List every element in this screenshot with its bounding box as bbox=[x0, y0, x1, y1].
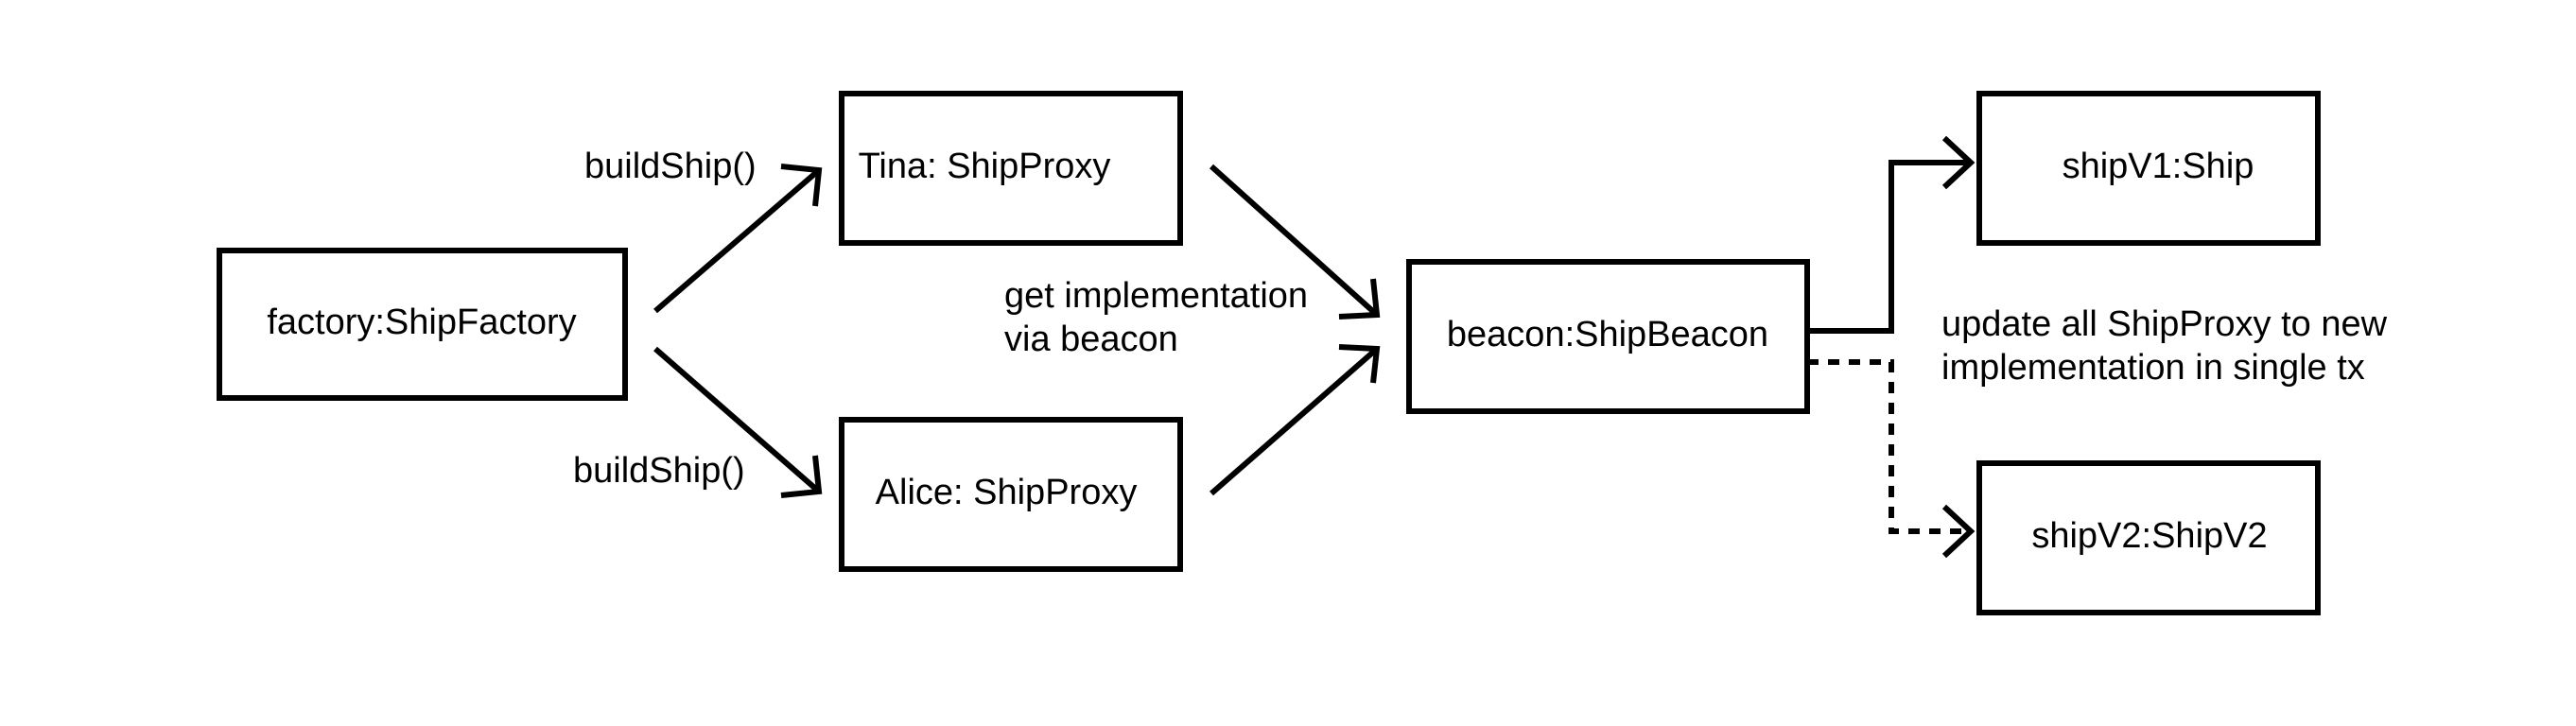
edge-alice-to-beacon bbox=[1210, 344, 1381, 496]
edge-factory-to-tina bbox=[653, 164, 823, 314]
node-alice-proxy-label: Alice: ShipProxy bbox=[876, 473, 1138, 512]
arrowhead-icon bbox=[1338, 278, 1381, 320]
label-update-all-line-1: update all ShipProxy to new bbox=[1941, 304, 2388, 344]
arrowhead-icon bbox=[1941, 135, 1976, 190]
arrowhead-icon bbox=[1338, 344, 1381, 384]
label-get-implementation-line-1: get implementation bbox=[1004, 276, 1308, 316]
node-beacon-label: beacon:ShipBeacon bbox=[1447, 315, 1768, 354]
node-ship-v2: shipV2:ShipV2 bbox=[1976, 460, 2321, 615]
edge-beacon-to-ship-v1 bbox=[1807, 135, 1976, 334]
arrowhead-icon bbox=[1941, 504, 1976, 559]
arrowhead-icon bbox=[780, 164, 823, 207]
label-build-ship-top: buildShip() bbox=[584, 147, 757, 186]
label-update-all-line-2: implementation in single tx bbox=[1941, 348, 2365, 388]
node-alice-proxy: Alice: ShipProxy bbox=[839, 417, 1183, 572]
node-ship-v2-label: shipV2:ShipV2 bbox=[2031, 516, 2267, 556]
node-ship-v1-label: shipV1:Ship bbox=[2063, 147, 2254, 186]
arrowhead-icon bbox=[780, 455, 823, 498]
edge-beacon-to-ship-v2 bbox=[1807, 359, 1976, 559]
node-tina-proxy-label: Tina: ShipProxy bbox=[859, 147, 1111, 186]
label-get-implementation-line-2: via beacon bbox=[1004, 320, 1178, 359]
node-beacon: beacon:ShipBeacon bbox=[1406, 259, 1810, 414]
label-build-ship-bottom: buildShip() bbox=[573, 451, 745, 491]
node-ship-v1: shipV1:Ship bbox=[1976, 91, 2321, 246]
edge-tina-to-beacon bbox=[1209, 164, 1381, 320]
edge-factory-to-alice bbox=[653, 346, 823, 498]
node-tina-proxy: Tina: ShipProxy bbox=[839, 91, 1183, 246]
node-factory-label: factory:ShipFactory bbox=[267, 302, 576, 342]
node-factory: factory:ShipFactory bbox=[217, 248, 628, 401]
